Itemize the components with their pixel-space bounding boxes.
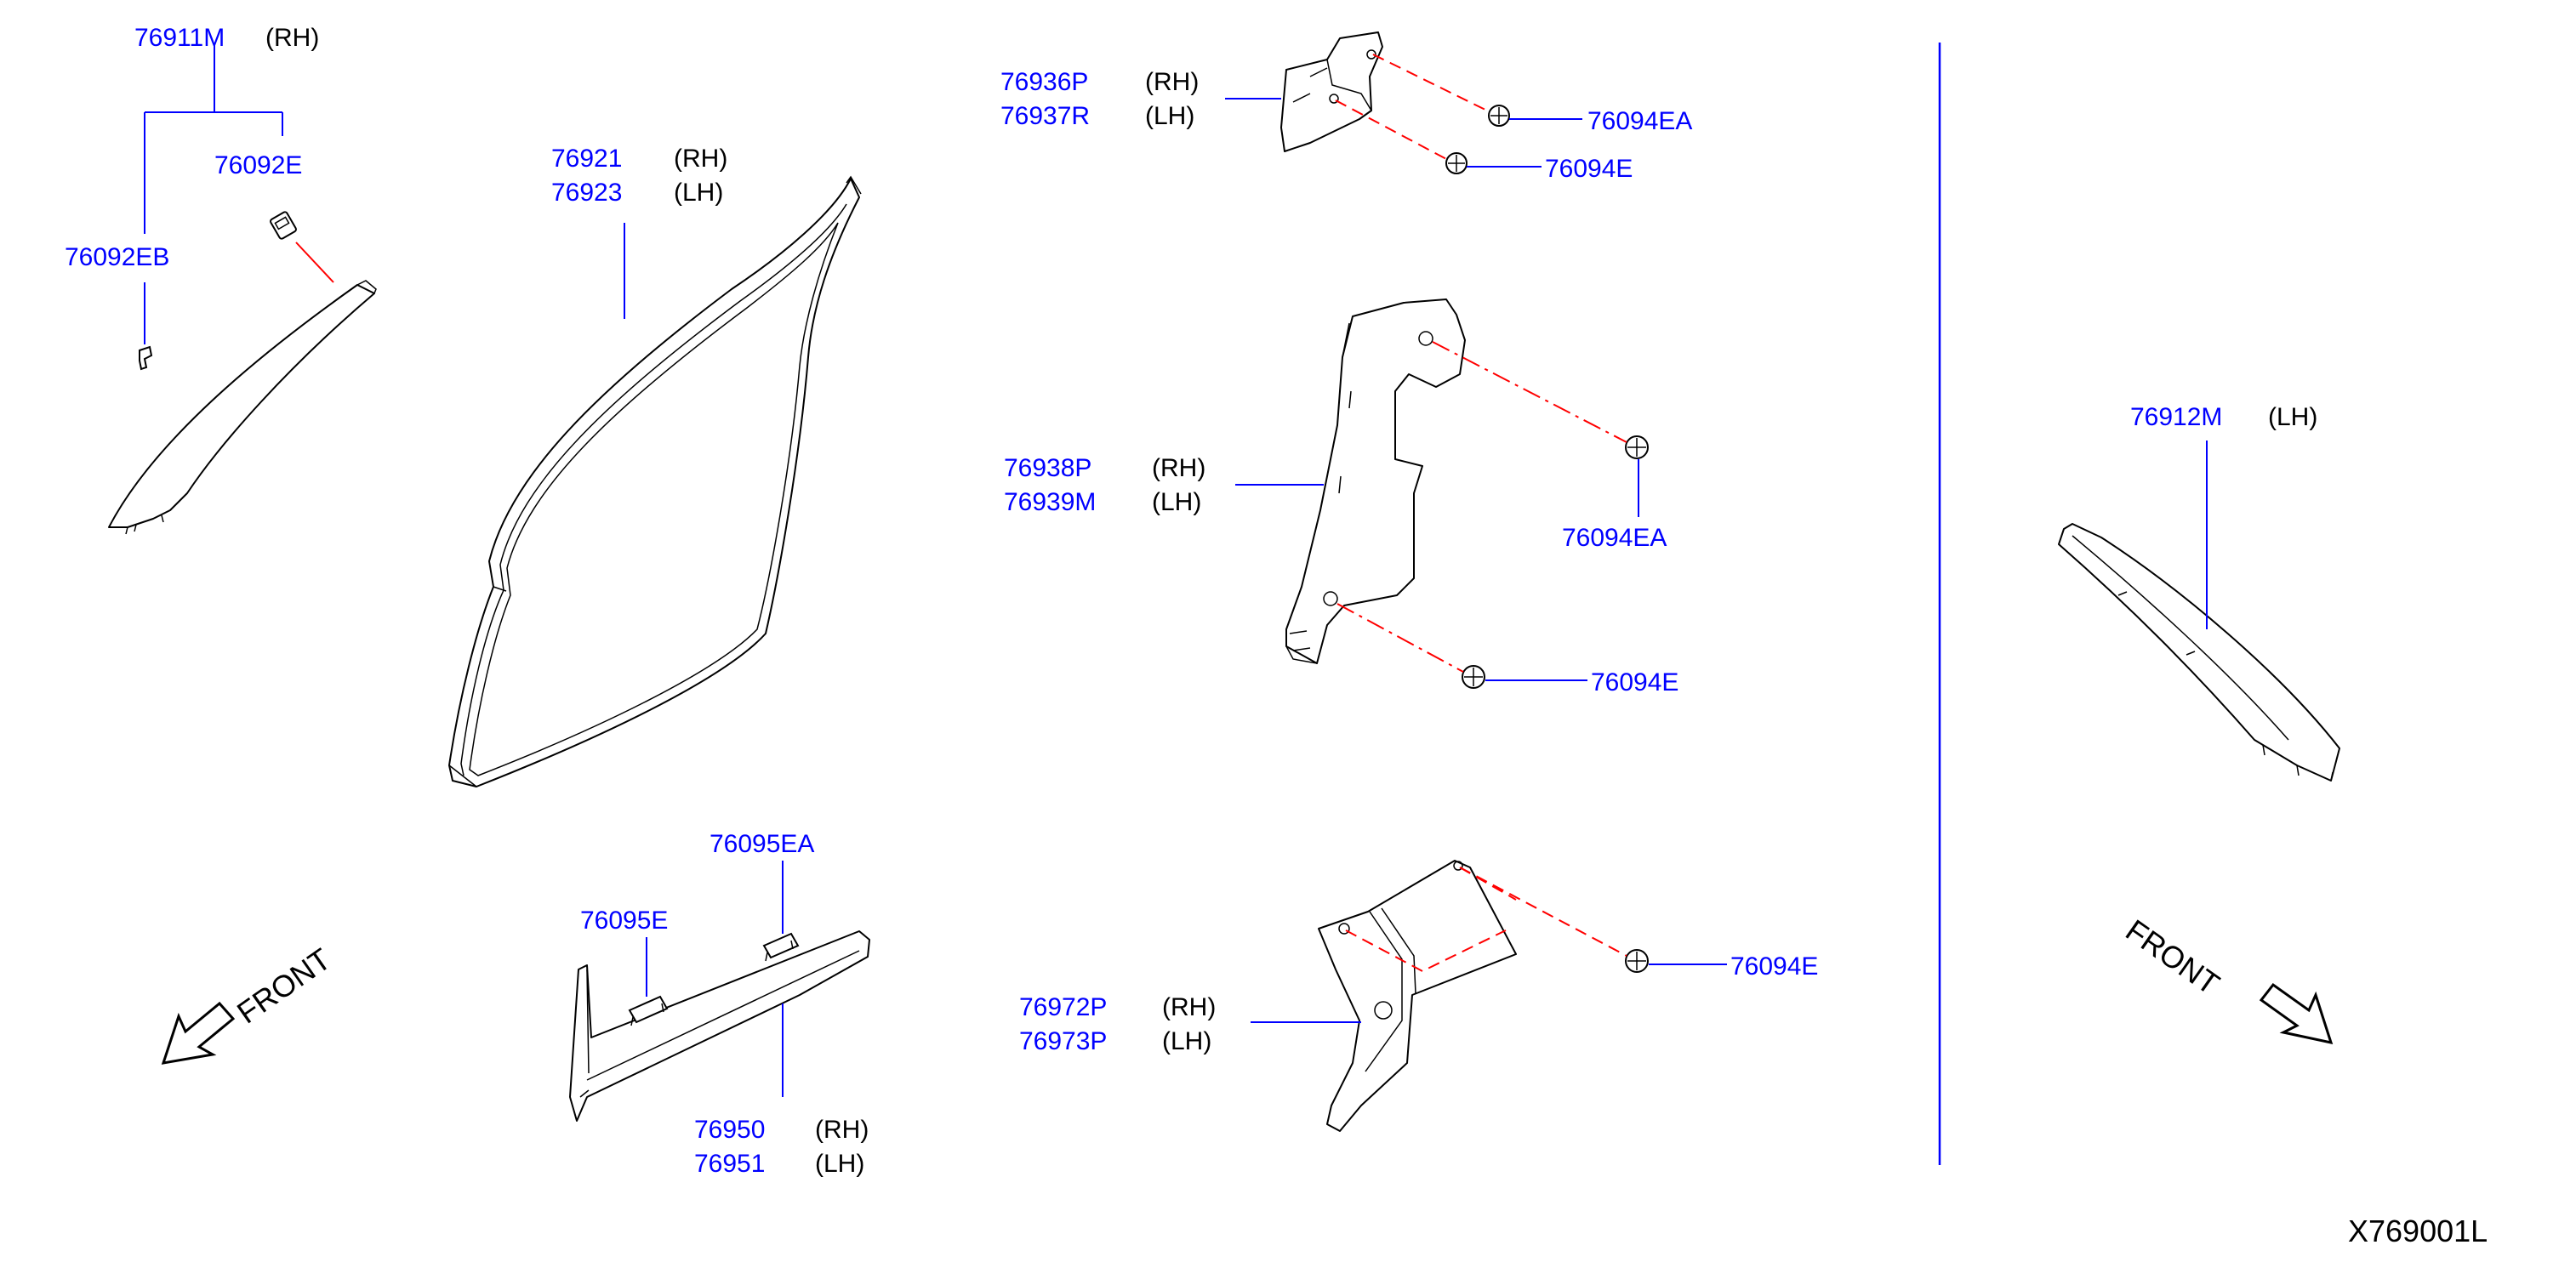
part-number-76923[interactable]: 76923: [551, 179, 622, 207]
front-pillar-finisher-lh[interactable]: [2058, 523, 2340, 782]
diagram-code: X769001L: [2348, 1214, 2488, 1248]
part-number-76912M[interactable]: 76912M: [2130, 403, 2222, 431]
front-arrow-left: FRONT: [161, 941, 337, 1065]
centerline: [1336, 603, 1464, 673]
part-number-76095E[interactable]: 76095E: [580, 907, 668, 935]
side-76951: (LH): [815, 1150, 864, 1178]
part-number-76938P[interactable]: 76938P: [1004, 454, 1091, 482]
part-number-76094E-top[interactable]: 76094E: [1545, 155, 1633, 183]
clip-76094E-bot[interactable]: [1625, 949, 1649, 973]
part-number-76921[interactable]: 76921: [551, 145, 622, 173]
side-76921: (RH): [674, 145, 727, 173]
clip-76094EA-mid[interactable]: [1625, 435, 1649, 459]
clip-76094E-mid[interactable]: [1462, 665, 1485, 689]
side-76912M: (LH): [2268, 403, 2317, 431]
clip-76094EA-top[interactable]: [1488, 105, 1510, 127]
centerline: [1335, 99, 1449, 161]
part-number-76936P[interactable]: 76936P: [1000, 68, 1088, 96]
side-76939M: (LH): [1152, 488, 1201, 516]
center-pillar-lower-finisher[interactable]: [1285, 298, 1466, 664]
side-76911M: (RH): [265, 24, 319, 52]
front-pillar-finisher-rh[interactable]: [108, 280, 377, 535]
clip-76095EA[interactable]: [762, 932, 800, 962]
side-76950: (RH): [815, 1116, 869, 1144]
part-number-76094EA-top[interactable]: 76094EA: [1587, 107, 1692, 135]
part-number-76094E-mid[interactable]: 76094E: [1591, 668, 1678, 696]
side-76973P: (LH): [1162, 1027, 1211, 1055]
leader-76911M: [144, 43, 283, 234]
clip-76092EB[interactable]: [139, 345, 153, 371]
centerline: [295, 242, 334, 283]
part-number-76092EB[interactable]: 76092EB: [65, 243, 169, 271]
kicking-plate[interactable]: [569, 930, 870, 1122]
part-number-76092E[interactable]: 76092E: [214, 151, 302, 179]
centerline: [1372, 54, 1491, 113]
front-arrow-right: FRONT: [2119, 912, 2334, 1045]
center-pillar-upper-finisher[interactable]: [1280, 31, 1383, 152]
side-76937R: (LH): [1145, 102, 1194, 130]
part-number-76937R[interactable]: 76937R: [1000, 102, 1090, 130]
clip-76092E[interactable]: [270, 211, 297, 240]
part-number-76972P[interactable]: 76972P: [1019, 993, 1107, 1021]
part-number-76094EA-mid[interactable]: 76094EA: [1562, 524, 1667, 552]
side-76936P: (RH): [1145, 68, 1199, 96]
part-number-76973P[interactable]: 76973P: [1019, 1027, 1107, 1055]
part-number-76951[interactable]: 76951: [694, 1150, 765, 1178]
door-weatherstrip[interactable]: [448, 175, 862, 787]
side-76923: (LH): [674, 179, 723, 207]
part-number-76094E-bot[interactable]: 76094E: [1730, 952, 1818, 981]
side-76972P: (RH): [1162, 993, 1216, 1021]
front-label-left: FRONT: [231, 941, 337, 1031]
clip-76094E-top[interactable]: [1445, 152, 1468, 174]
part-number-76911M[interactable]: 76911M: [134, 24, 225, 52]
centerline: [1432, 341, 1627, 443]
part-number-76950[interactable]: 76950: [694, 1116, 765, 1144]
side-76938P: (RH): [1152, 454, 1205, 482]
side-panel-finisher[interactable]: [1318, 860, 1517, 1132]
part-number-76939M[interactable]: 76939M: [1004, 488, 1096, 516]
front-label-right: FRONT: [2119, 912, 2226, 1002]
part-number-76095EA[interactable]: 76095EA: [710, 830, 814, 858]
clip-76095E[interactable]: [628, 995, 669, 1026]
centerline: [1345, 867, 1627, 973]
